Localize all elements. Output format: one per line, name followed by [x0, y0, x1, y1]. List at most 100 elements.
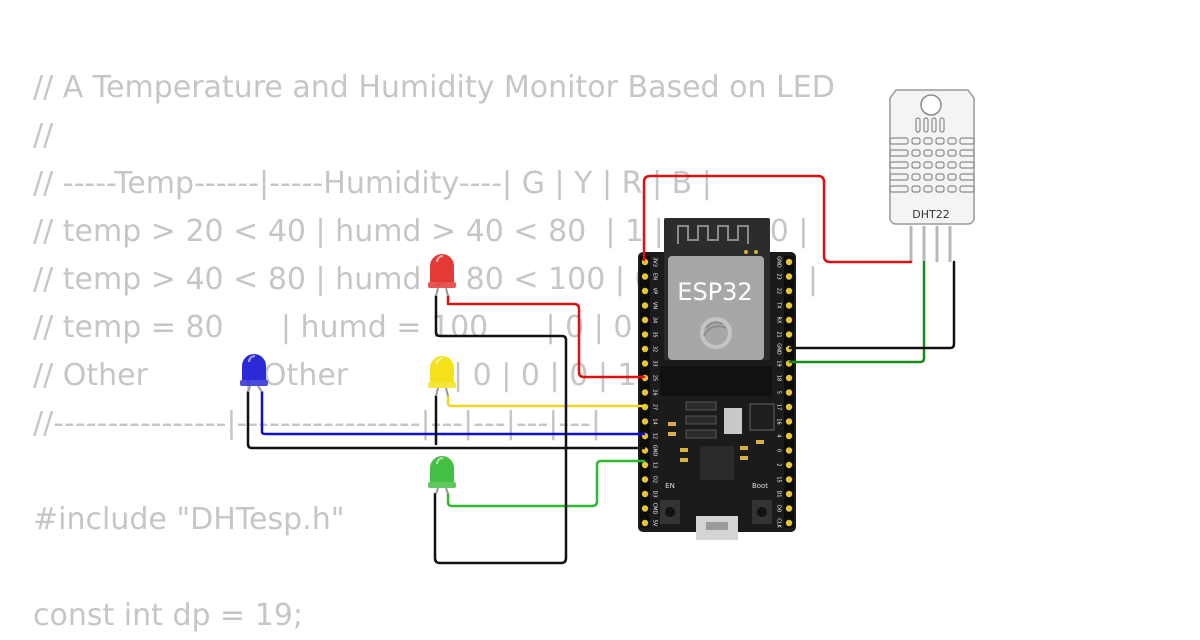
pin-left-3[interactable] — [641, 302, 649, 309]
pin-label-left-16: D3 — [652, 490, 658, 497]
pin-right-17[interactable] — [785, 505, 793, 512]
pin-label-right-1: 23 — [776, 273, 782, 279]
pin-left-11[interactable] — [641, 418, 649, 425]
en-label: EN — [665, 482, 675, 490]
pin-right-18[interactable] — [785, 519, 793, 527]
pin-left-15[interactable] — [641, 476, 649, 483]
pin-label-right-6: GND — [776, 343, 782, 355]
sensor-grille — [889, 117, 975, 193]
pin-label-left-2: VP — [652, 288, 658, 294]
pin-left-1[interactable] — [641, 273, 649, 280]
led-yellow[interactable] — [428, 356, 456, 397]
code-listing: // A Temperature and Humidity Monitor Ba… — [33, 64, 835, 640]
wire-red-led[interactable] — [446, 294, 646, 379]
pin-right-4[interactable] — [785, 316, 793, 324]
en-button[interactable] — [665, 507, 675, 517]
led-green-body — [430, 456, 454, 482]
pin-label-right-4: RX — [776, 317, 782, 324]
pin-left-18[interactable] — [641, 519, 649, 527]
pin-label-left-5: 35 — [652, 331, 658, 337]
pin-left-6[interactable] — [641, 345, 649, 353]
pin-right-8[interactable] — [785, 374, 793, 382]
pin-label-left-10: 27 — [652, 404, 658, 410]
pin-label-right-12: 4 — [776, 434, 782, 437]
led-blue-body — [242, 354, 266, 380]
pin-left-16[interactable] — [641, 490, 649, 498]
wire-blue-led[interactable] — [260, 390, 646, 436]
pin-right-5[interactable] — [785, 331, 793, 338]
led-green[interactable] — [428, 456, 456, 495]
pin-right-2[interactable] — [785, 287, 793, 295]
board-title: ESP32 — [677, 278, 752, 306]
pin-right-12[interactable] — [785, 432, 793, 440]
pin-label-left-0: 3V3 — [652, 257, 658, 267]
pin-right-11[interactable] — [785, 418, 793, 425]
boot-label: Boot — [752, 482, 768, 490]
led-red[interactable] — [428, 254, 456, 297]
led-yellow-rim — [428, 382, 456, 388]
pin-label-right-2: 22 — [776, 288, 782, 294]
pin-left-5[interactable] — [641, 331, 649, 338]
pin-label-right-9: 5 — [776, 391, 782, 394]
pin-label-right-13: 0 — [776, 449, 782, 452]
pin-label-left-13: GND — [652, 445, 658, 457]
pin-label-right-0: GND — [776, 256, 782, 268]
pin-left-7[interactable] — [641, 360, 649, 367]
pin-label-right-7: 19 — [776, 360, 782, 366]
led-blue[interactable] — [240, 354, 268, 393]
wire-green-led[interactable] — [446, 459, 646, 508]
sensor-pins — [909, 226, 952, 262]
code-line-12: const int dp = 19; — [33, 598, 304, 633]
wire-dht-data[interactable] — [788, 260, 926, 364]
wire-yellow-led[interactable] — [446, 394, 646, 408]
pin-right-9[interactable] — [785, 389, 793, 396]
led-red-rim — [428, 282, 456, 288]
pin-label-left-7: 33 — [652, 360, 658, 366]
pin-label-right-14: 2 — [776, 463, 782, 466]
pin-label-left-15: D2 — [652, 476, 658, 483]
pin-right-13[interactable] — [785, 447, 793, 454]
code-line-2: // — [33, 118, 54, 153]
pin-right-14[interactable] — [785, 461, 793, 469]
pin-right-3[interactable] — [785, 302, 793, 309]
pin-label-left-12: 12 — [652, 433, 658, 439]
boot-button[interactable] — [757, 507, 767, 517]
usb-uart-chip — [700, 446, 734, 480]
pin-right-10[interactable] — [785, 403, 793, 411]
wire-dht-gnd[interactable] — [788, 260, 956, 350]
module-shield — [668, 256, 764, 360]
pin-right-0[interactable] — [785, 258, 793, 266]
pin-left-9[interactable] — [641, 389, 649, 396]
pin-label-left-18: 5V — [652, 520, 658, 527]
wire-ground-main[interactable] — [246, 390, 646, 450]
pin-label-right-17: D0 — [776, 505, 782, 512]
pin-left-2[interactable] — [641, 287, 649, 295]
pin-right-1[interactable] — [785, 273, 793, 280]
pin-label-right-18: CLK — [776, 518, 782, 528]
pin-label-left-1: EN — [652, 273, 658, 280]
pin-right-15[interactable] — [785, 476, 793, 483]
pin-label-right-15: 15 — [776, 476, 782, 482]
espressif-logo-icon — [700, 317, 732, 349]
led-red-body — [430, 254, 454, 282]
antenna-trace — [677, 225, 749, 244]
pin-right-16[interactable] — [785, 490, 793, 498]
wire-ground-bus-a[interactable] — [433, 294, 568, 565]
pin-left-14[interactable] — [641, 461, 649, 469]
pin-left-4[interactable] — [641, 316, 649, 324]
code-line-3: // -----Temp------|-----Humidity----| G … — [33, 166, 712, 201]
pin-left-17[interactable] — [641, 505, 649, 512]
pin-label-right-5: 21 — [776, 331, 782, 337]
pin-label-left-9: 26 — [652, 389, 658, 395]
pin-label-left-3: VN — [652, 302, 658, 309]
pin-label-right-10: 17 — [776, 404, 782, 410]
regulator — [724, 408, 742, 434]
pin-label-left-11: 14 — [652, 418, 658, 424]
wire-dht-vcc[interactable] — [642, 174, 913, 264]
mount-hole-icon — [920, 94, 942, 116]
dht22-sensor[interactable]: DHT22 — [889, 89, 975, 262]
code-line-5: // temp > 40 < 80 | humd > 80 < 100 | 0 … — [33, 262, 819, 297]
pin-label-right-8: 18 — [776, 375, 782, 381]
led-yellow-body — [430, 356, 454, 382]
